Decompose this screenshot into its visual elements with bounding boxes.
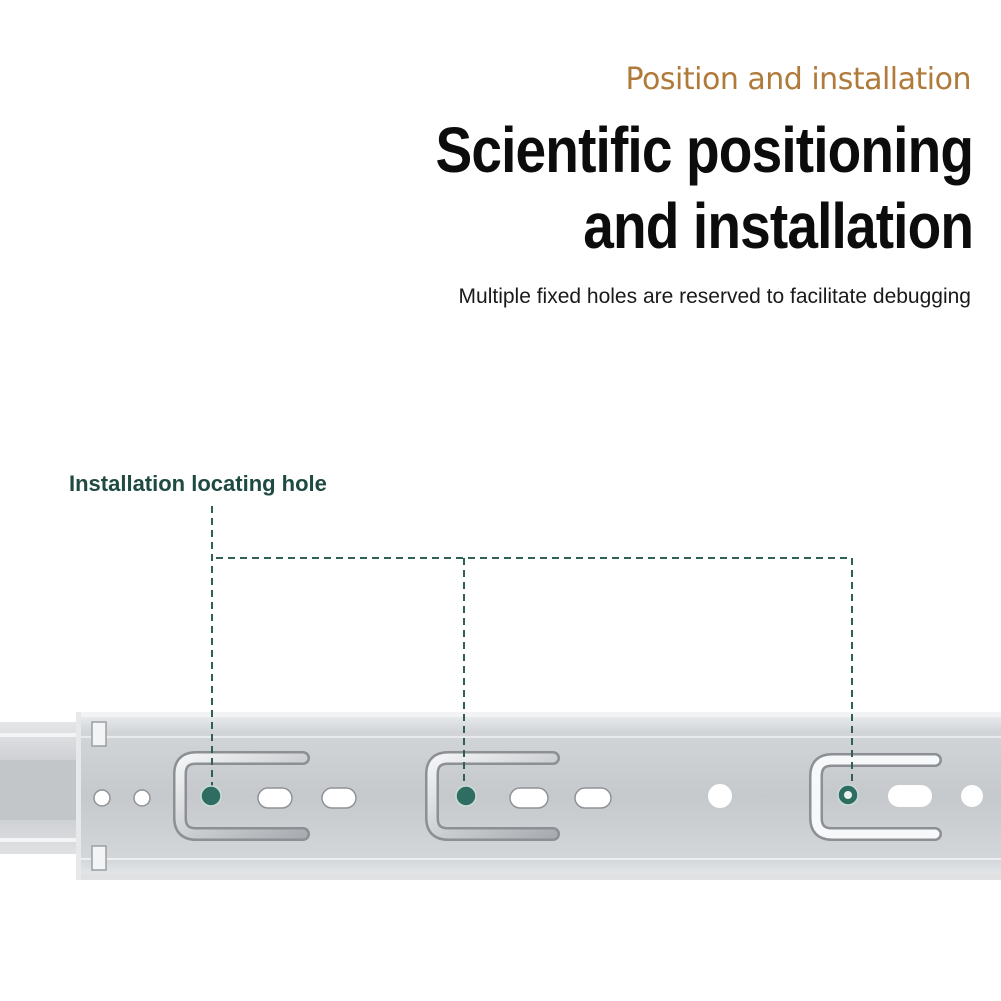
- headline-line-1: Scientific positioning: [435, 114, 973, 186]
- bracket-slot-1: [173, 751, 310, 841]
- callout-label: Installation locating hole: [69, 471, 327, 496]
- bracket-slot-3: [809, 753, 942, 841]
- mounting-holes: [93, 784, 983, 809]
- inner-rail: [0, 722, 80, 854]
- page-subtitle: Multiple fixed holes are reserved to fac…: [458, 285, 971, 308]
- callout-lines: [211, 506, 853, 790]
- locating-hole-marker: [200, 784, 859, 807]
- headline-line-2: and installation: [583, 190, 974, 262]
- page-headline: Scientific positioning and installation: [435, 112, 973, 264]
- section-eyebrow: Position and installation: [625, 62, 972, 97]
- bracket-slot-2: [425, 751, 560, 841]
